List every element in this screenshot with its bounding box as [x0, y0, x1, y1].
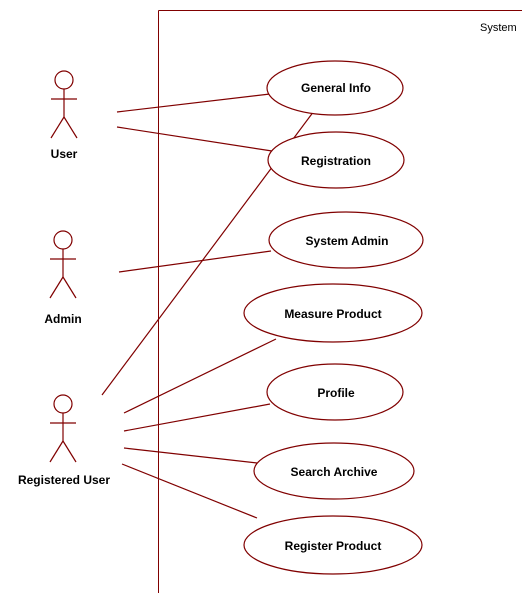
- use-case-search-archive[interactable]: Search Archive: [253, 442, 415, 500]
- stick-figure-icon: [49, 394, 77, 463]
- use-case-measure-product[interactable]: Measure Product: [243, 283, 423, 343]
- use-case-label: Register Product: [285, 539, 382, 553]
- association-user-general-info[interactable]: [116, 93, 271, 113]
- use-case-general-info[interactable]: General Info: [266, 60, 404, 116]
- association-admin-system-admin[interactable]: [118, 250, 272, 273]
- association-registered-user-measure-product[interactable]: [123, 338, 277, 414]
- use-case-label: System Admin: [306, 234, 389, 248]
- actor-user[interactable]: User: [50, 70, 78, 161]
- actor-label: Registered User: [18, 473, 110, 487]
- use-case-label: Registration: [301, 154, 371, 168]
- use-case-profile[interactable]: Profile: [266, 363, 404, 421]
- use-case-system-admin[interactable]: System Admin: [268, 211, 424, 269]
- associations: [101, 93, 315, 519]
- stick-figure-icon: [50, 70, 78, 139]
- use-case-register-product[interactable]: Register Product: [243, 515, 423, 575]
- use-case-label: Profile: [317, 386, 355, 400]
- system-label: System: [480, 22, 517, 34]
- use-case-label: Measure Product: [284, 307, 381, 321]
- actor-label: User: [51, 147, 78, 161]
- actor-label: Admin: [44, 312, 81, 326]
- association-user-registration[interactable]: [116, 126, 273, 152]
- actor-admin[interactable]: Admin: [44, 230, 82, 326]
- association-registered-user-search-archive[interactable]: [123, 447, 258, 464]
- use-case-label: General Info: [301, 81, 371, 95]
- stick-figure-icon: [49, 230, 77, 299]
- actor-registered-user[interactable]: Registered User: [18, 394, 110, 487]
- use-case-label: Search Archive: [291, 465, 378, 479]
- use-case-registration[interactable]: Registration: [267, 131, 405, 189]
- association-registered-user-profile[interactable]: [123, 403, 271, 432]
- association-registered-user-register-product[interactable]: [121, 463, 258, 519]
